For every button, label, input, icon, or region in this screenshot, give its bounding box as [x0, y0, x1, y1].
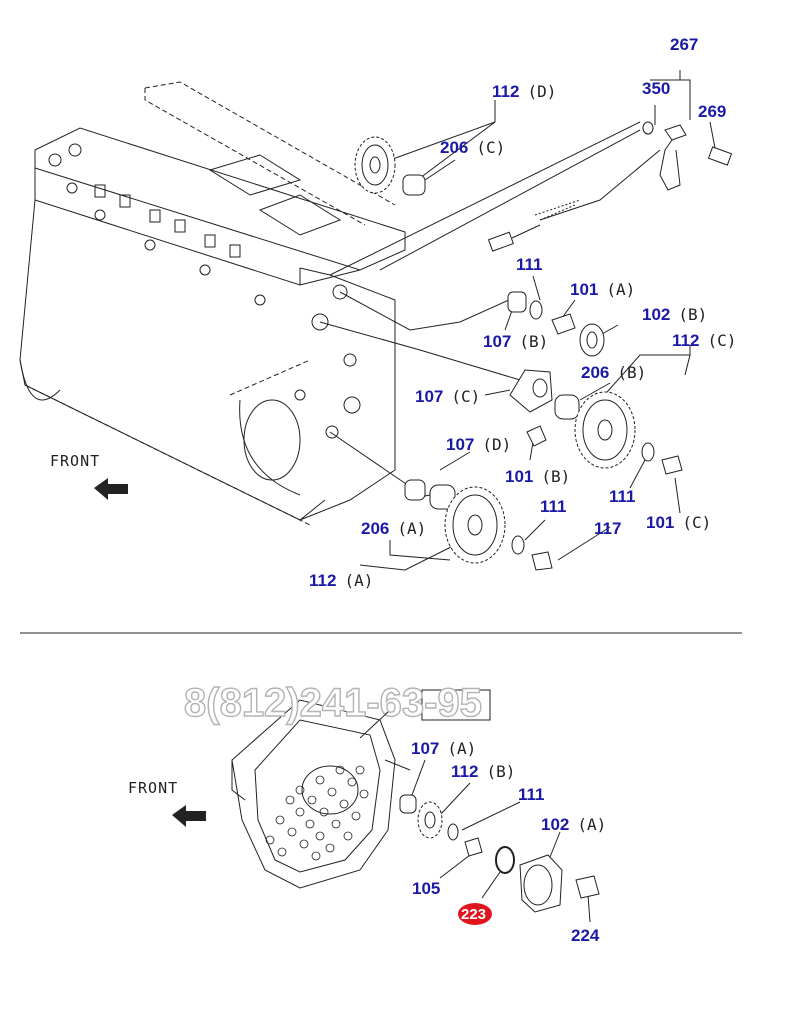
callout-111-a: 111	[516, 255, 543, 274]
front-arrow-top: FRONT	[50, 452, 128, 500]
callout-269: 269	[698, 102, 726, 121]
flywheel-housing-drawing	[231, 699, 411, 889]
front-label-top: FRONT	[50, 452, 100, 470]
callout-206-b: 206(B)	[581, 363, 646, 382]
callout-117: 117	[594, 519, 621, 538]
callout-101-a: 101(A)	[570, 280, 635, 299]
highlighted-part-label[interactable]: 223	[461, 906, 486, 923]
callout-107-c: 107(C)	[415, 387, 480, 406]
callout-112-a: 112(A)	[309, 571, 373, 590]
callout-102-a: 102(A)	[541, 815, 606, 834]
highlighted-part-223[interactable]: 223	[458, 903, 492, 925]
watermark-text: 8(812)241-63-95	[184, 681, 482, 725]
callout-107-a: 107(A)	[411, 739, 476, 758]
callout-111-b: 111	[609, 487, 636, 506]
callout-224: 224	[571, 926, 600, 945]
parts-bottom	[399, 794, 600, 913]
front-label-bottom: FRONT	[128, 779, 178, 797]
callout-111-c: 111	[540, 497, 567, 516]
callout-101-c: 101(C)	[646, 513, 711, 532]
gear-112d-icon	[354, 136, 396, 194]
callout-105: 105	[412, 879, 440, 898]
gear-112a-icon	[444, 486, 506, 564]
callout-107-d: 107(D)	[446, 435, 511, 454]
engine-block-drawing	[19, 81, 406, 526]
front-arrow-bottom: FRONT	[128, 779, 206, 827]
cover-102a-icon	[519, 854, 563, 913]
callout-107-b: 107(B)	[483, 332, 548, 351]
callout-267: 267	[670, 35, 698, 54]
sensor-267-icon	[487, 121, 733, 252]
callout-112-b: 112(B)	[451, 762, 515, 781]
arrow-icon	[172, 805, 206, 827]
arrow-icon	[94, 478, 128, 500]
callouts-top: 267 350 269 112(D) 206(C) 111 101(A) 107…	[309, 35, 736, 590]
callout-112-d: 112(D)	[492, 82, 556, 101]
callout-206-c: 206(C)	[440, 138, 505, 157]
gear-112c-icon	[574, 391, 636, 469]
callout-350: 350	[642, 79, 670, 98]
leader-lines-top	[319, 70, 716, 571]
callout-206-a: 206(A)	[361, 519, 426, 538]
callout-112-c: 112(C)	[672, 331, 736, 350]
callout-101-b: 101(B)	[505, 467, 570, 486]
o-ring-223-icon	[495, 846, 515, 874]
callout-102-b: 102(B)	[642, 305, 707, 324]
leader-lines-bottom	[359, 711, 591, 923]
callout-111-bottom: 111	[518, 785, 545, 804]
gear-112b-icon	[417, 801, 443, 839]
callouts-bottom: 107(A) 112(B) 111 102(A) 105 224	[411, 739, 606, 945]
parts-top	[354, 121, 733, 571]
watermark: 8(812)241-63-95	[183, 680, 491, 726]
